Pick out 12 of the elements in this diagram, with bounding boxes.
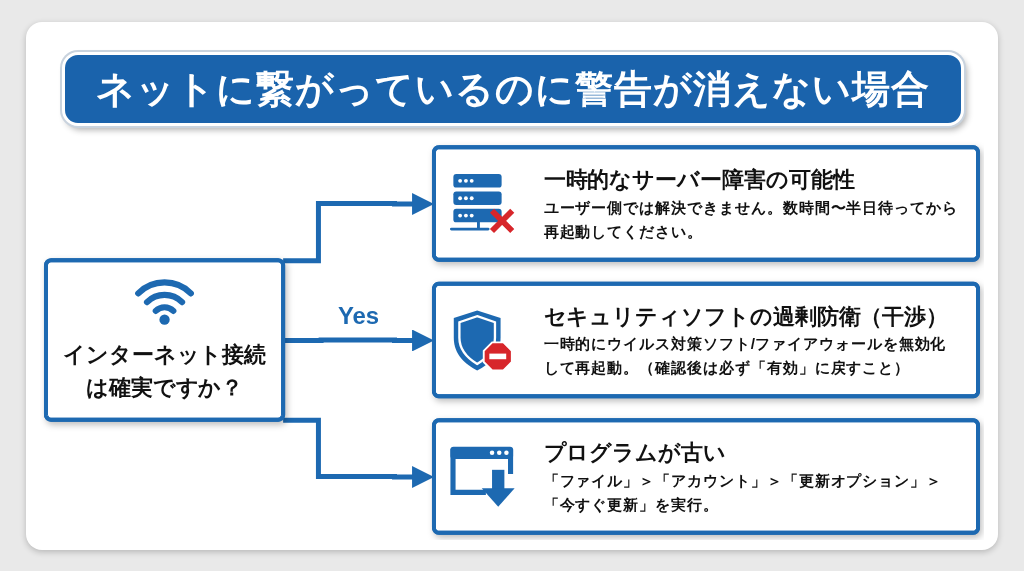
question-box — [44, 258, 286, 422]
cause-box — [432, 281, 980, 399]
cause-box — [432, 418, 980, 535]
body-text: 「ファイル」＞「アカウント」＞「更新オプション」＞「今すぐ更新」を実行。 — [543, 472, 943, 513]
question-text: インターネット接続は確実ですか？ — [62, 342, 267, 400]
body-text: 一時的にウイルス対策ソフト/ファイアウォールを無効化して再起動。（確認後は必ず「有効」に戻すこと） — [543, 335, 947, 377]
heading-text: セキュリティソフトの過剰防衛（干渉） — [543, 303, 949, 329]
title-banner: ネットに繋がっているのに警告が消えない場合 — [62, 52, 964, 126]
body-text: ユーザー側では解決できません。数時間〜半日待ってから再起動してください。 — [543, 199, 959, 240]
cause-box — [432, 145, 980, 262]
heading-text: 一時的なサーバー障害の可能性 — [543, 167, 855, 193]
heading-text: プログラムが古い — [543, 440, 726, 466]
